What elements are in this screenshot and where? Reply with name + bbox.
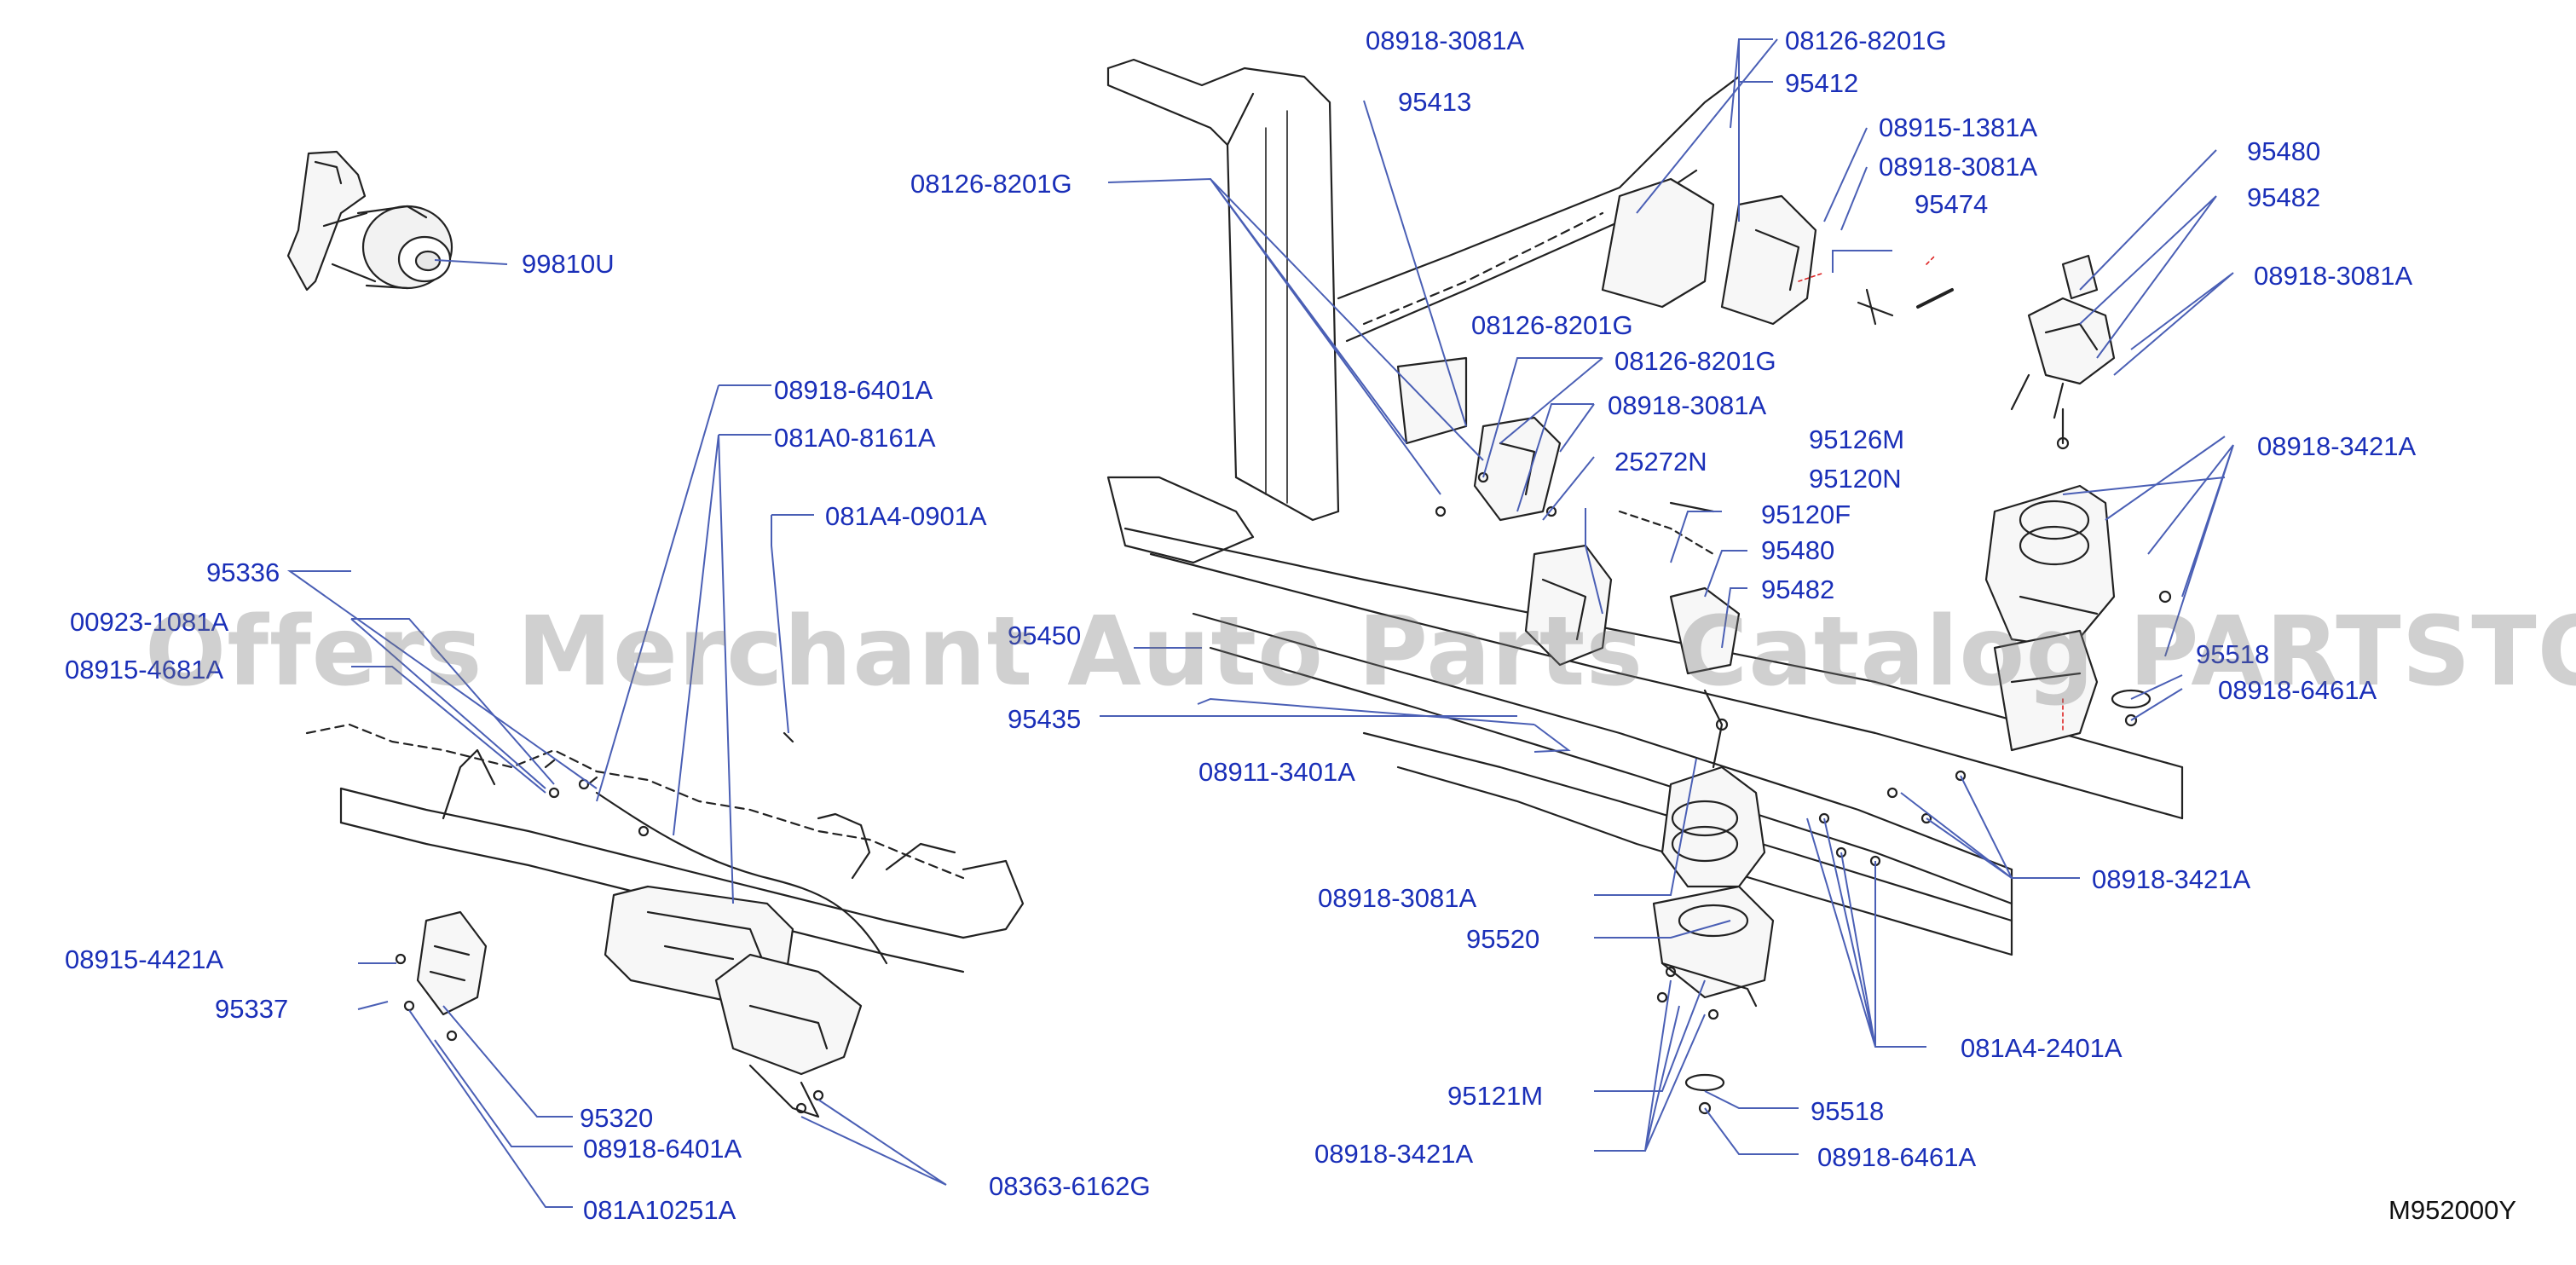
callout-95413[interactable]: 95413 xyxy=(1398,87,1472,117)
callout-08918-6401A-bottom[interactable]: 08918-6401A xyxy=(583,1134,742,1164)
callout-08363-6162G[interactable]: 08363-6162G xyxy=(989,1171,1151,1201)
right-mount-drawing xyxy=(1984,254,2172,752)
callout-95474[interactable]: 95474 xyxy=(1915,189,1989,219)
callout-95480-c[interactable]: 95480 xyxy=(1761,535,1835,565)
callout-081A0-8161A[interactable]: 081A0-8161A xyxy=(774,423,936,453)
callout-08918-3421A-rm[interactable]: 08918-3421A xyxy=(2092,864,2251,894)
callout-081A4-2401A[interactable]: 081A4-2401A xyxy=(1961,1033,2123,1063)
callout-08915-1381A[interactable]: 08915-1381A xyxy=(1879,113,2038,142)
callout-08918-3421A-r[interactable]: 08918-3421A xyxy=(2257,431,2417,461)
callout-08915-4681A[interactable]: 08915-4681A xyxy=(65,655,224,684)
callout-08918-3421A-b[interactable]: 08918-3421A xyxy=(1314,1139,1474,1169)
callout-25272N[interactable]: 25272N xyxy=(1614,447,1707,477)
diagram-code: M952000Y xyxy=(2388,1195,2516,1225)
callout-95320[interactable]: 95320 xyxy=(580,1103,654,1133)
callout-08126-8201G-left[interactable]: 08126-8201G xyxy=(910,169,1072,199)
callout-95518-b[interactable]: 95518 xyxy=(1811,1096,1885,1126)
leader-lines xyxy=(286,38,2234,1208)
callout-08915-4421A[interactable]: 08915-4421A xyxy=(65,944,224,974)
callout-95518-r[interactable]: 95518 xyxy=(2196,639,2270,669)
callout-95337[interactable]: 95337 xyxy=(215,994,289,1024)
callout-95482-c[interactable]: 95482 xyxy=(1761,575,1835,604)
lower-mount-drawing xyxy=(1652,689,1967,1115)
callout-08126-8201G-c2[interactable]: 08126-8201G xyxy=(1614,346,1776,376)
callout-00923-1081A[interactable]: 00923-1081A xyxy=(70,607,229,637)
callout-95450[interactable]: 95450 xyxy=(1008,621,1082,650)
callout-08126-8201G-c1[interactable]: 08126-8201G xyxy=(1471,310,1633,340)
callout-081A4-0901A[interactable]: 081A4-0901A xyxy=(825,501,987,531)
callout-95520[interactable]: 95520 xyxy=(1466,924,1540,954)
callout-08911-3401A[interactable]: 08911-3401A xyxy=(1198,757,1355,787)
callout-95126M[interactable]: 95126M xyxy=(1809,425,1905,454)
center-frame-drawing xyxy=(1106,58,2184,956)
callout-08918-6401A-top[interactable]: 08918-6401A xyxy=(774,375,933,405)
callout-08918-6461A-r[interactable]: 08918-6461A xyxy=(2218,675,2377,705)
callout-95482-r[interactable]: 95482 xyxy=(2247,182,2321,212)
callout-95336[interactable]: 95336 xyxy=(206,557,280,587)
part-line-art xyxy=(286,58,2184,1118)
callout-95435[interactable]: 95435 xyxy=(1008,704,1082,734)
part-99810U-drawing xyxy=(286,150,453,292)
callout-08918-3081A-top[interactable]: 08918-3081A xyxy=(1366,26,1525,55)
callout-95120N[interactable]: 95120N xyxy=(1809,464,1902,494)
callout-08918-3081A-b[interactable]: 08918-3081A xyxy=(1318,883,1477,913)
callout-95121M[interactable]: 95121M xyxy=(1447,1081,1544,1111)
callout-08918-3081A-r[interactable]: 08918-3081A xyxy=(2254,261,2413,291)
callout-95120F[interactable]: 95120F xyxy=(1761,500,1851,529)
left-frame-drawing xyxy=(305,723,1025,1118)
callout-081A10251A[interactable]: 081A10251A xyxy=(583,1195,736,1225)
callout-08918-3081A-mid[interactable]: 08918-3081A xyxy=(1879,152,2038,182)
callout-08918-3081A-c[interactable]: 08918-3081A xyxy=(1608,390,1767,420)
callout-99810U[interactable]: 99810U xyxy=(522,249,615,279)
callout-95412[interactable]: 95412 xyxy=(1785,68,1859,98)
callout-95480-r[interactable]: 95480 xyxy=(2247,136,2321,166)
red-markers xyxy=(1798,255,2064,734)
callout-08126-8201G-top[interactable]: 08126-8201G xyxy=(1785,26,1947,55)
callout-08918-6461A-b[interactable]: 08918-6461A xyxy=(1817,1142,1977,1172)
